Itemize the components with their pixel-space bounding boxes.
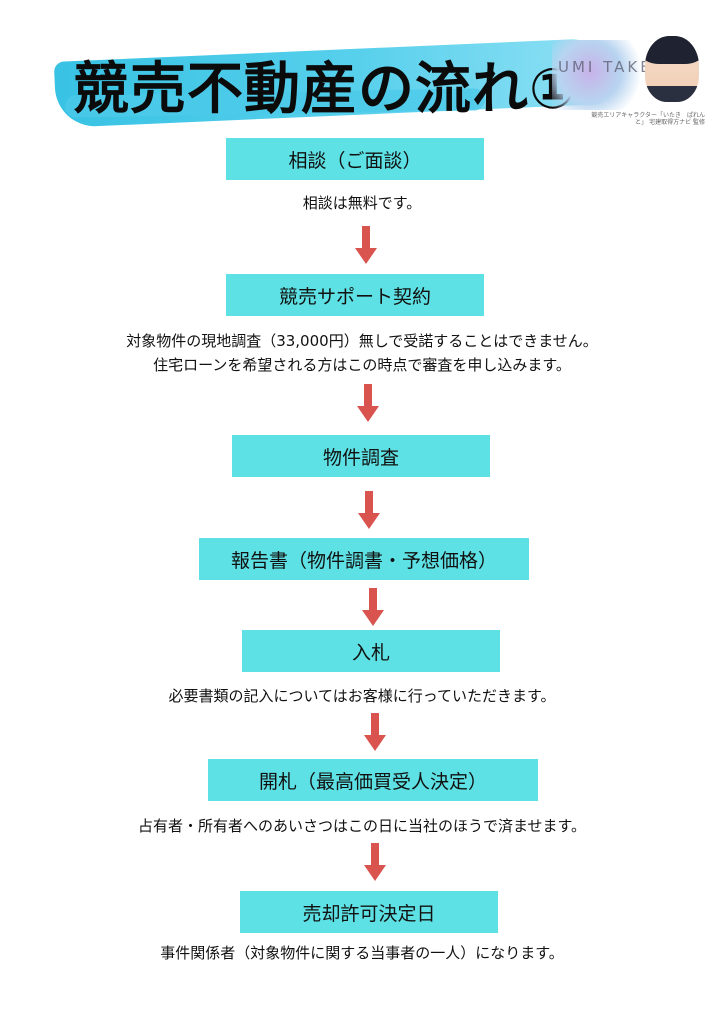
- step-support-contract-note-2: 住宅ローンを希望される方はこの時点で審査を申し込みます。: [153, 356, 571, 374]
- step-sale-permission-note: 事件関係者（対象物件に関する当事者の一人）になります。: [160, 944, 564, 962]
- flow-step-support-contract: 競売サポート契約: [226, 274, 484, 316]
- flow-arrow-2: [357, 384, 379, 422]
- flow-step-bid-opening: 開札（最高価買受人決定）: [208, 759, 538, 801]
- flow-arrow-6: [364, 843, 386, 881]
- logo-watercolor: [552, 40, 647, 110]
- flow-arrow-5: [364, 713, 386, 751]
- flow-step-sale-permission: 売却許可決定日: [240, 891, 498, 933]
- flow-step-property-survey: 物件調査: [232, 435, 490, 477]
- flow-arrow-4: [362, 588, 384, 626]
- brand-logo: UMI TAKEN 競売エリアキャラクター「いたき ぱれんと」 宅建取得方ナビ …: [540, 30, 710, 126]
- step-consultation-note: 相談は無料です。: [302, 194, 422, 212]
- logo-caption: 競売エリアキャラクター「いたき ぱれんと」 宅建取得方ナビ 監修: [591, 112, 705, 126]
- step-bidding-note: 必要書類の記入についてはお客様に行っていただきます。: [168, 687, 556, 705]
- flow-step-consultation: 相談（ご面談）: [226, 138, 484, 180]
- flow-step-bidding: 入札: [242, 630, 500, 672]
- title-area: 競売不動産の流れ①: [53, 38, 615, 130]
- flow-arrow-1: [355, 226, 377, 264]
- character-avatar: [645, 36, 699, 102]
- page-title: 競売不動産の流れ①: [73, 57, 578, 122]
- step-support-contract-note-1: 対象物件の現地調査（33,000円）無しで受諾することはできません。: [126, 332, 598, 350]
- step-bid-opening-note: 占有者・所有者へのあいさつはこの日に当社のほうで済ませます。: [137, 817, 587, 835]
- flow-arrow-3: [358, 491, 380, 529]
- flow-step-report: 報告書（物件調書・予想価格）: [199, 538, 529, 580]
- logo-text: UMI TAKEN: [558, 58, 667, 76]
